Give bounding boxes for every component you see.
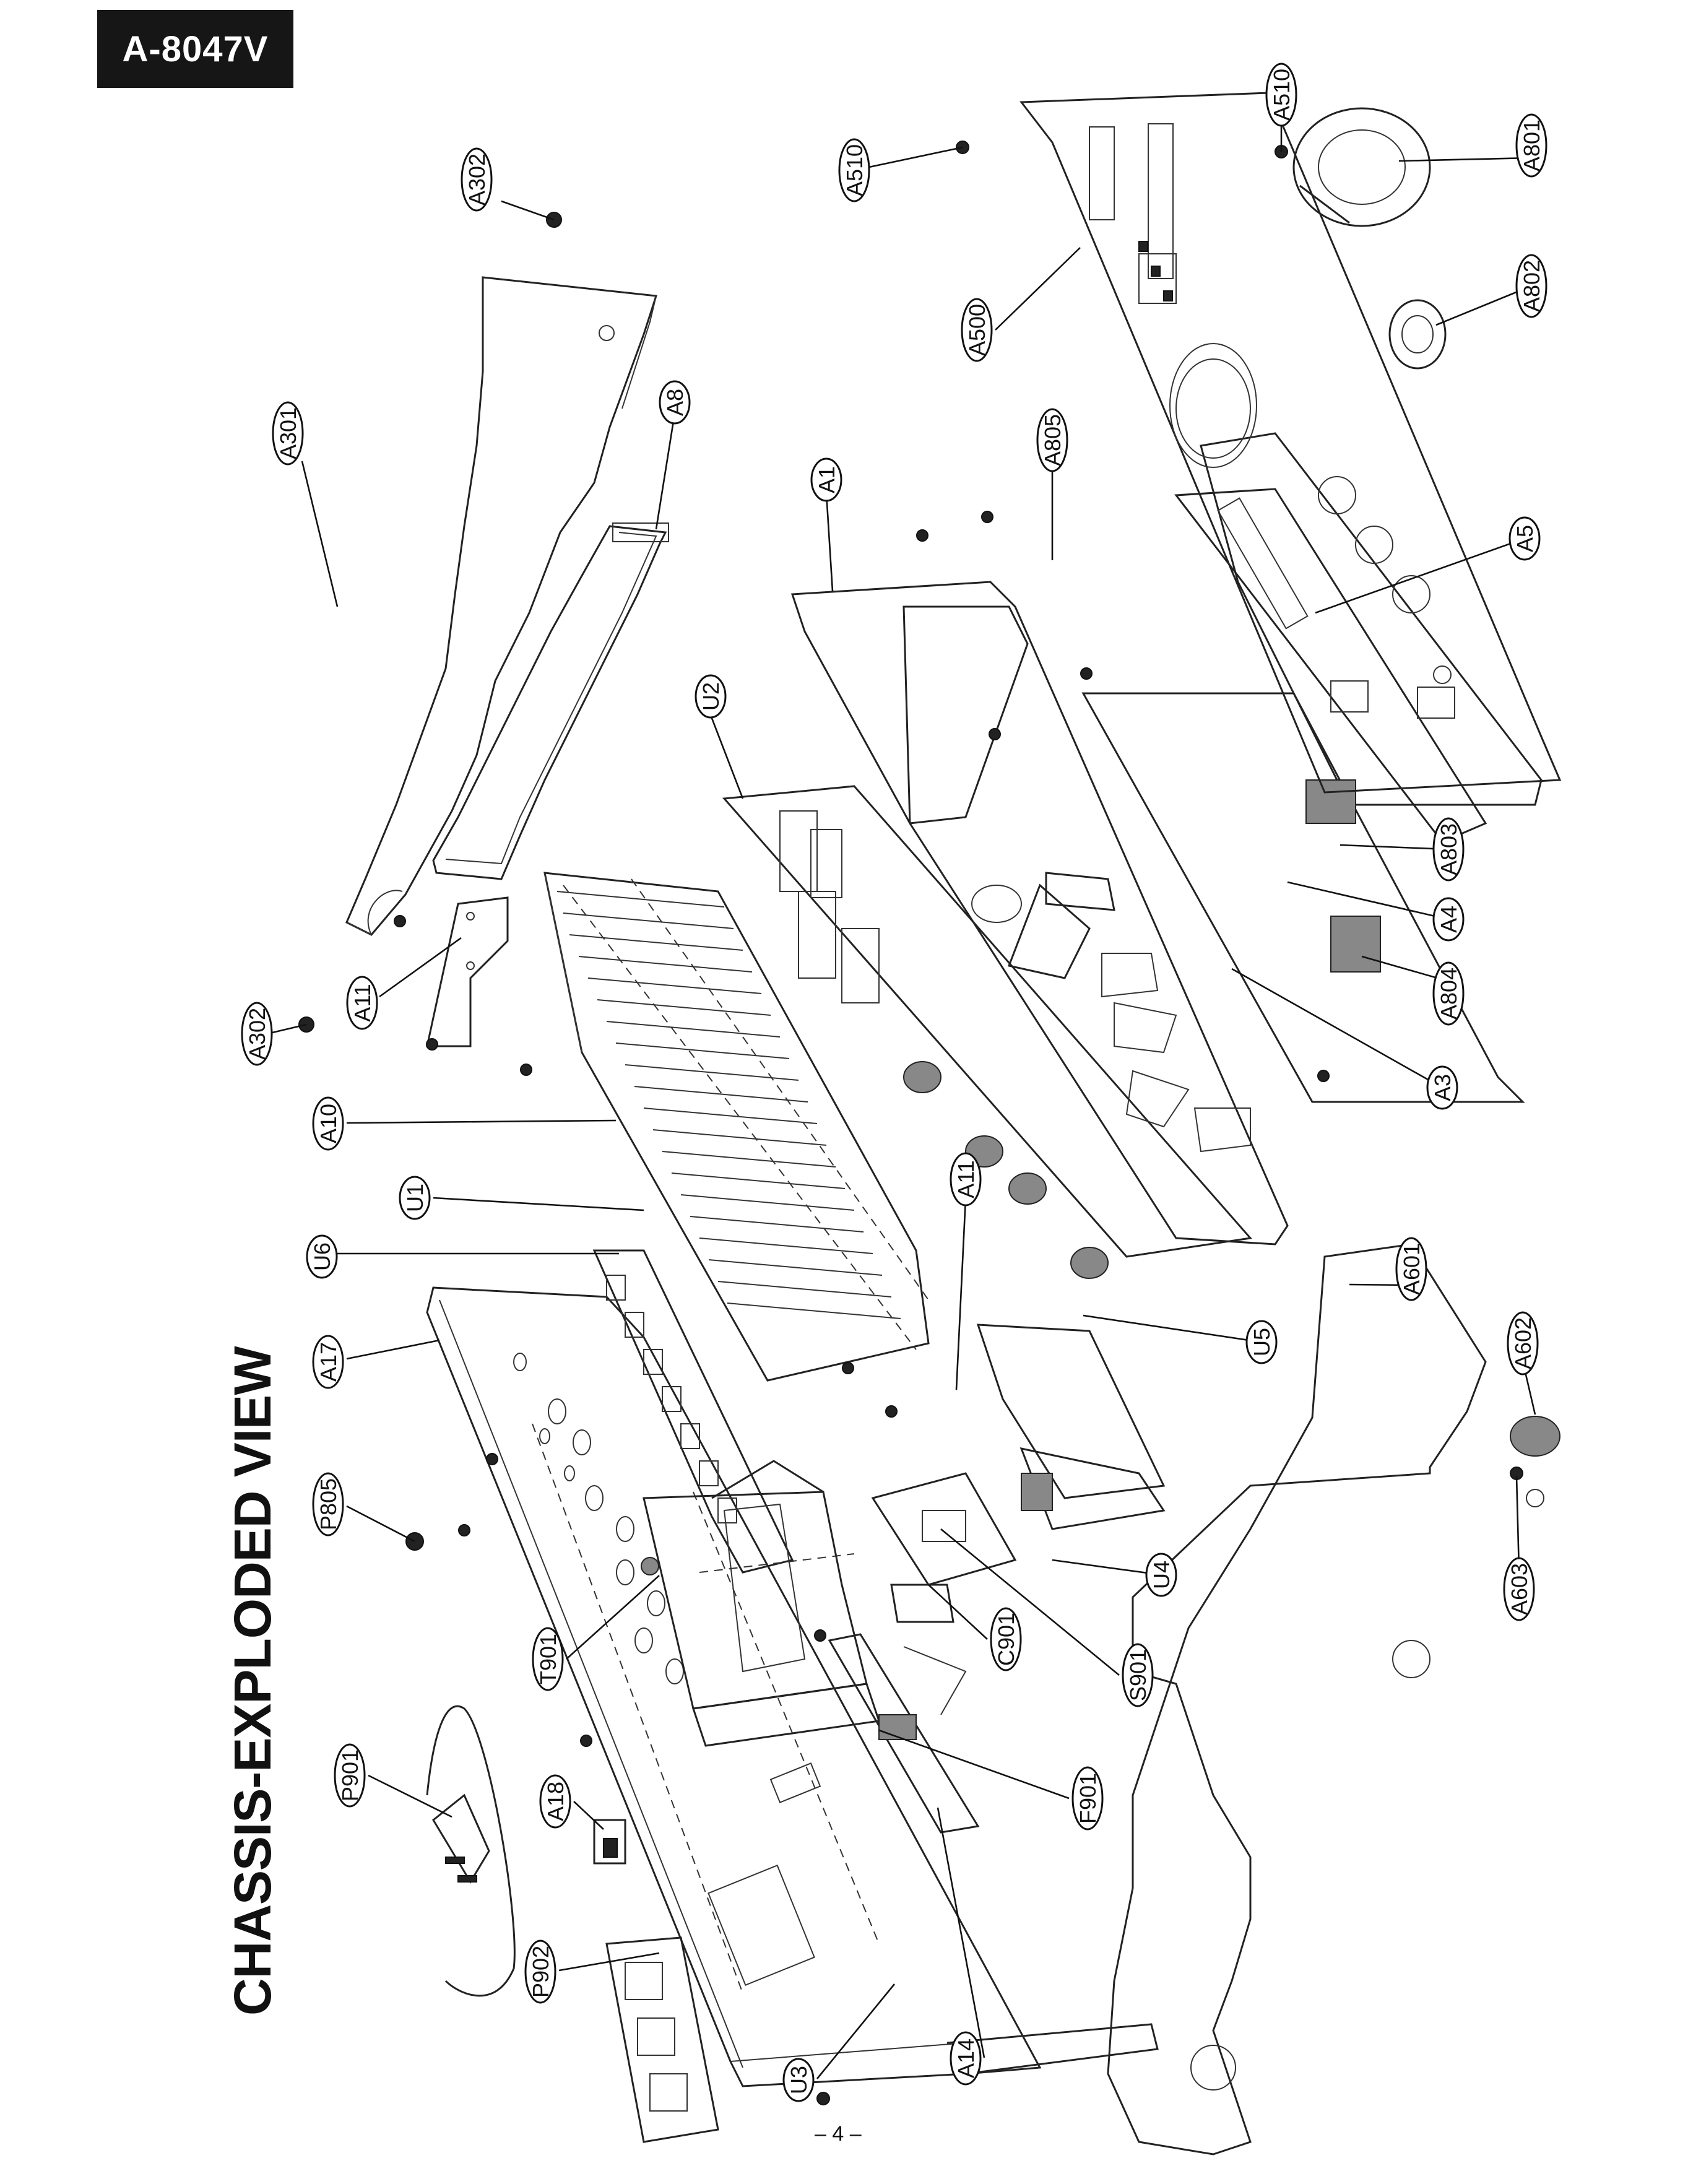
callout-f901: F901 xyxy=(1071,1766,1104,1831)
callout-c901: C901 xyxy=(990,1607,1022,1671)
svg-text:A805: A805 xyxy=(1040,414,1065,466)
transformer-part xyxy=(641,1460,880,1747)
callout-u6: U6 xyxy=(306,1234,338,1279)
svg-text:A602: A602 xyxy=(1510,1317,1536,1369)
callout-p805: P805 xyxy=(312,1472,344,1536)
callout-a804: A804 xyxy=(1432,961,1465,1026)
callout-a803: A803 xyxy=(1432,817,1465,882)
svg-text:A803: A803 xyxy=(1436,823,1461,875)
svg-text:T901: T901 xyxy=(535,1634,561,1684)
svg-text:A1: A1 xyxy=(814,466,839,493)
power-cord-part xyxy=(426,1705,516,1997)
callout-a18: A18 xyxy=(539,1774,571,1829)
callout-u3: U3 xyxy=(782,2058,815,2102)
callout-a5: A5 xyxy=(1508,516,1541,561)
svg-text:U2: U2 xyxy=(698,682,724,711)
callout-a8: A8 xyxy=(659,380,691,425)
small-bracket-left-part xyxy=(426,896,509,1047)
callout-t901: T901 xyxy=(532,1627,564,1691)
ac-outlet-part xyxy=(605,1936,719,2143)
svg-text:P901: P901 xyxy=(337,1749,363,1801)
svg-text:A510: A510 xyxy=(1269,69,1294,121)
callout-p902: P902 xyxy=(524,1939,556,2004)
callout-a801: A801 xyxy=(1515,113,1547,178)
svg-text:A11: A11 xyxy=(350,984,375,1021)
main-pcb-part xyxy=(722,581,1289,1279)
svg-text:A804: A804 xyxy=(1436,968,1461,1020)
page-number: – 4 – xyxy=(815,2122,862,2146)
svg-text:A510: A510 xyxy=(842,144,867,196)
callout-a805: A805 xyxy=(1036,408,1068,472)
svg-text:A601: A601 xyxy=(1399,1243,1424,1295)
svg-text:U5: U5 xyxy=(1249,1328,1275,1356)
svg-text:U6: U6 xyxy=(309,1242,335,1271)
svg-text:A18: A18 xyxy=(543,1782,568,1821)
callout-a11-right: A11 xyxy=(950,1152,982,1207)
svg-text:A17: A17 xyxy=(316,1342,341,1382)
callout-a802: A802 xyxy=(1515,254,1547,318)
callout-a301: A301 xyxy=(272,401,304,466)
svg-text:A302: A302 xyxy=(464,154,490,206)
fuse-holder-part xyxy=(828,1633,980,1834)
svg-text:A4: A4 xyxy=(1436,906,1461,933)
svg-text:U4: U4 xyxy=(1149,1561,1174,1589)
screw-icons xyxy=(298,141,1523,2105)
callout-a500: A500 xyxy=(961,298,993,362)
callout-a17: A17 xyxy=(312,1335,344,1389)
svg-text:A8: A8 xyxy=(662,389,688,416)
svg-text:P902: P902 xyxy=(528,1946,553,1998)
svg-text:U1: U1 xyxy=(402,1184,428,1212)
svg-text:A11: A11 xyxy=(953,1160,979,1198)
terminal-board-part xyxy=(592,1249,794,1574)
callout-a603: A603 xyxy=(1503,1557,1535,1621)
svg-text:A302: A302 xyxy=(245,1008,270,1060)
svg-text:A603: A603 xyxy=(1507,1563,1532,1615)
svg-text:P805: P805 xyxy=(316,1478,341,1530)
heat-sink-part xyxy=(543,872,930,1382)
callout-a11-left: A11 xyxy=(346,976,378,1030)
model-number-tag: A-8047V xyxy=(97,10,293,88)
callout-a510-right: A510 xyxy=(1265,63,1297,127)
bottom-plate-part xyxy=(1107,1243,1560,2156)
svg-text:A10: A10 xyxy=(316,1104,341,1143)
svg-text:S901: S901 xyxy=(1125,1649,1151,1701)
callout-p901: P901 xyxy=(334,1743,366,1808)
top-cover-part xyxy=(345,276,657,936)
callout-s901: S901 xyxy=(1122,1643,1154,1707)
leader-lines xyxy=(272,113,1536,2079)
svg-text:A500: A500 xyxy=(964,304,990,356)
callout-a302-bottom: A302 xyxy=(241,1002,273,1066)
svg-text:A801: A801 xyxy=(1519,119,1544,171)
svg-text:A802: A802 xyxy=(1519,260,1544,312)
callout-a1: A1 xyxy=(810,457,842,502)
callout-a10: A10 xyxy=(312,1096,344,1151)
svg-text:F901: F901 xyxy=(1075,1773,1101,1824)
side-bracket-part xyxy=(432,522,669,880)
large-knob-part xyxy=(1292,107,1431,227)
callout-a4: A4 xyxy=(1432,897,1465,942)
callout-u2: U2 xyxy=(695,674,727,719)
svg-text:A3: A3 xyxy=(1430,1074,1455,1101)
svg-text:A5: A5 xyxy=(1512,525,1538,552)
callout-a302-top: A302 xyxy=(461,147,493,212)
callout-u4: U4 xyxy=(1145,1553,1177,1597)
switch-bracket-part xyxy=(871,1324,1166,1623)
svg-text:A301: A301 xyxy=(275,407,301,459)
callout-markers: A302 A301 A8 A302 A11 A10 U1 U6 xyxy=(241,63,1547,2102)
callout-a3: A3 xyxy=(1426,1065,1458,1110)
svg-text:A14: A14 xyxy=(953,2039,979,2078)
svg-text:C901: C901 xyxy=(993,1613,1019,1666)
callout-a14: A14 xyxy=(950,2031,982,2086)
small-knob-part xyxy=(1388,299,1447,370)
callout-u5: U5 xyxy=(1245,1320,1278,1364)
callout-a601: A601 xyxy=(1395,1237,1427,1301)
callout-a602: A602 xyxy=(1507,1311,1539,1376)
callout-u1: U1 xyxy=(399,1176,431,1220)
cord-bushing-part xyxy=(593,1819,626,1865)
callout-a510-left: A510 xyxy=(838,138,870,202)
svg-text:U3: U3 xyxy=(786,2066,812,2094)
front-subpanel-part xyxy=(1081,358,1543,1103)
